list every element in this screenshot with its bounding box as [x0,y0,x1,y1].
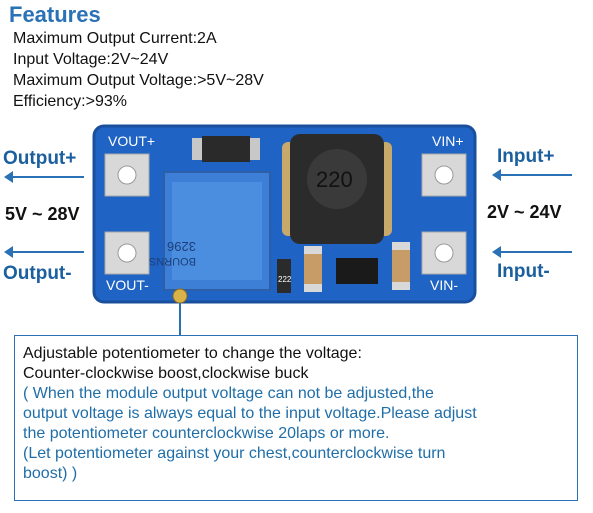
inductor-marking: 220 [316,167,353,192]
output-minus-label: Output- [3,263,72,284]
output-minus-arrow [4,246,84,258]
silk-vin-plus: VIN+ [432,133,464,149]
inductor: 220 [282,134,392,244]
input-minus-arrow [492,246,572,258]
potentiometer[interactable]: 3296 BOURNS [149,171,271,304]
potentiometer-marking-bourns: BOURNS [149,255,196,267]
schottky-diode [192,136,260,162]
input-minus-label: Input- [497,261,550,282]
note-line-5: the potentiometer counterclockwise 20lap… [23,425,390,442]
svg-text:222: 222 [278,275,292,284]
silk-vout-minus: VOUT- [106,277,149,293]
adjust-screw-icon[interactable] [172,288,188,304]
output-plus-arrow [4,171,84,183]
silk-vout-plus: VOUT+ [108,133,155,149]
output-plus-label: Output+ [3,148,77,169]
input-voltage-range: 2V ~ 24V [487,202,562,222]
smd-resistor: 222 [277,259,292,293]
note-line-2: Counter-clockwise boost,clockwise buck [23,365,309,382]
note-line-1: Adjustable potentiometer to change the v… [23,345,362,362]
spec-efficiency: Efficiency:>93% [13,93,127,110]
spec-input-voltage: Input Voltage:2V~24V [13,51,169,68]
pad-vin-plus[interactable] [421,153,467,197]
board-drawing: VOUT+ VOUT- VIN+ VIN- 220 3296 BOURNS 22… [92,124,477,304]
note-line-7: boost) ) [23,465,78,482]
pad-vout-plus[interactable] [104,153,150,197]
silk-vin-minus: VIN- [430,277,458,293]
input-plus-label: Input+ [497,146,555,167]
capacitor-2 [392,242,410,290]
capacitor-1 [304,246,322,292]
potentiometer-note: Adjustable potentiometer to change the v… [14,335,578,501]
ic-chip [336,258,378,284]
potentiometer-marking-3296: 3296 [167,239,196,254]
note-line-3: ( When the module output voltage can not… [23,385,434,402]
input-plus-arrow [492,169,572,181]
pointer-line [179,303,181,336]
note-line-6: (Let potentiometer against your chest,co… [23,445,446,462]
boost-converter-board: VOUT+ VOUT- VIN+ VIN- 220 3296 BOURNS 22… [92,124,477,306]
pad-vout-minus[interactable] [104,231,150,275]
features-title: Features [9,2,101,27]
spec-max-output-voltage: Maximum Output Voltage:>5V~28V [13,72,264,89]
pad-vin-minus[interactable] [421,231,467,275]
spec-max-output-current: Maximum Output Current:2A [13,30,217,47]
note-line-4: output voltage is always equal to the in… [23,405,477,422]
output-voltage-range: 5V ~ 28V [5,204,80,224]
